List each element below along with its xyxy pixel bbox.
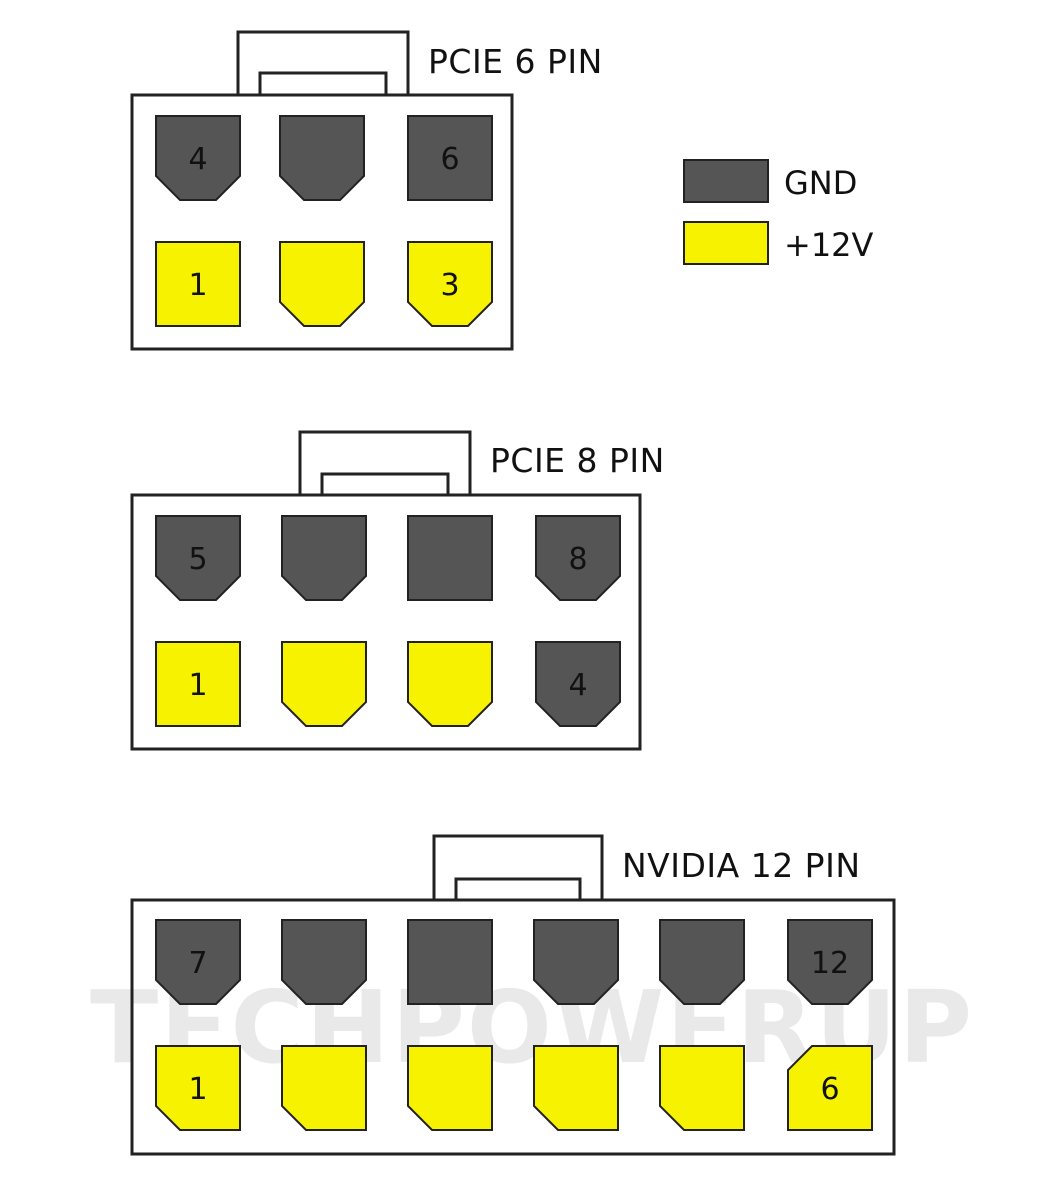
legend-label: +12V [784, 226, 874, 264]
pin-number: 6 [440, 142, 459, 177]
v12-pin-shape [407, 641, 493, 727]
pin-v12-bottom-3 [407, 641, 493, 727]
connector-housing [130, 898, 896, 1156]
gnd-pin-shape [407, 115, 493, 201]
pin-v12-bottom-2 [281, 641, 367, 727]
latch-inner [454, 877, 582, 900]
v12-pin-shape [533, 1045, 619, 1131]
gnd-pin-shape [535, 641, 621, 727]
pin-number: 12 [811, 946, 849, 981]
pin-gnd-top-5 [659, 919, 745, 1005]
pcie-8-pin-connector: PCIE 8 PIN 5 8 1 4 [130, 430, 665, 751]
v12-pin-shape [407, 241, 493, 327]
pin-v12-bottom-1: 1 [155, 1045, 241, 1131]
connector-title: PCIE 8 PIN [490, 441, 665, 480]
gnd-pin-shape [155, 515, 241, 601]
gnd-pin-shape [407, 515, 493, 601]
connector-housing [130, 93, 514, 351]
pin-number: 7 [188, 946, 207, 981]
legend: GND +12V [683, 159, 874, 265]
gnd-pin-shape [787, 919, 873, 1005]
gnd-pin-shape [535, 515, 621, 601]
pin-number: 4 [188, 142, 207, 177]
v12-pin-shape [659, 1045, 745, 1131]
pin-v12-bottom-1: 1 [155, 241, 241, 327]
pin-number: 1 [188, 1072, 207, 1107]
connector-housing [130, 493, 642, 751]
pin-gnd-top-2 [279, 115, 365, 201]
v12-pin-shape [155, 241, 241, 327]
v12-pin-shape [281, 641, 367, 727]
gnd-pin-shape [281, 919, 367, 1005]
pin-number: 3 [440, 268, 459, 303]
pin-number: 5 [188, 542, 207, 577]
legend-item-v12: +12V [683, 221, 874, 265]
v12-pin-shape [155, 641, 241, 727]
pin-v12-bottom-4 [533, 1045, 619, 1131]
pin-number: 1 [188, 668, 207, 703]
pin-gnd-top-4 [533, 919, 619, 1005]
gnd-pin-shape [279, 115, 365, 201]
pin-v12-bottom-2 [281, 1045, 367, 1131]
v12-pin-shape [281, 1045, 367, 1131]
pin-gnd-top-3 [407, 515, 493, 601]
latch-outer [432, 834, 604, 900]
pin-number: 1 [188, 268, 207, 303]
pin-number: 6 [820, 1072, 839, 1107]
pin-v12-bottom-5 [659, 1045, 745, 1131]
latch-outer [298, 430, 472, 495]
pin-v12-bottom-6: 6 [787, 1045, 873, 1131]
pin-v12-bottom-3 [407, 1045, 493, 1131]
v12-pin-shape [787, 1045, 873, 1131]
pin-number: 4 [568, 668, 587, 703]
pin-gnd-top-1: 4 [155, 115, 241, 201]
gnd-pin-shape [533, 919, 619, 1005]
v12-pin-shape [155, 1045, 241, 1131]
legend-swatch [683, 159, 769, 203]
v12-pin-shape [279, 241, 365, 327]
pin-gnd-top-2 [281, 515, 367, 601]
legend-item-gnd: GND [683, 159, 857, 203]
gnd-pin-shape [155, 115, 241, 201]
gnd-pin-shape [155, 919, 241, 1005]
gnd-pin-shape [659, 919, 745, 1005]
pin-gnd-bottom-4: 4 [535, 641, 621, 727]
gnd-pin-shape [281, 515, 367, 601]
gnd-pin-shape [407, 919, 493, 1005]
legend-label: GND [784, 164, 857, 202]
latch-outer [236, 30, 410, 95]
legend-swatch [683, 221, 769, 265]
latch-inner [258, 71, 388, 95]
pin-gnd-top-3: 6 [407, 115, 493, 201]
pin-gnd-top-3 [407, 919, 493, 1005]
nvidia-12-pin-connector: NVIDIA 12 PIN 7 12 1 6 [130, 834, 896, 1156]
latch-inner [320, 472, 450, 495]
pin-number: 8 [568, 542, 587, 577]
pin-gnd-top-4: 8 [535, 515, 621, 601]
pin-gnd-top-1: 7 [155, 919, 241, 1005]
pin-v12-bottom-3: 3 [407, 241, 493, 327]
connector-title: PCIE 6 PIN [428, 42, 603, 81]
pin-gnd-top-1: 5 [155, 515, 241, 601]
pin-gnd-top-6: 12 [787, 919, 873, 1005]
pcie-6-pin-connector: PCIE 6 PIN 4 6 1 3 [130, 30, 603, 351]
v12-pin-shape [407, 1045, 493, 1131]
pin-v12-bottom-1: 1 [155, 641, 241, 727]
connector-title: NVIDIA 12 PIN [622, 846, 861, 885]
pin-gnd-top-2 [281, 919, 367, 1005]
pin-v12-bottom-2 [279, 241, 365, 327]
